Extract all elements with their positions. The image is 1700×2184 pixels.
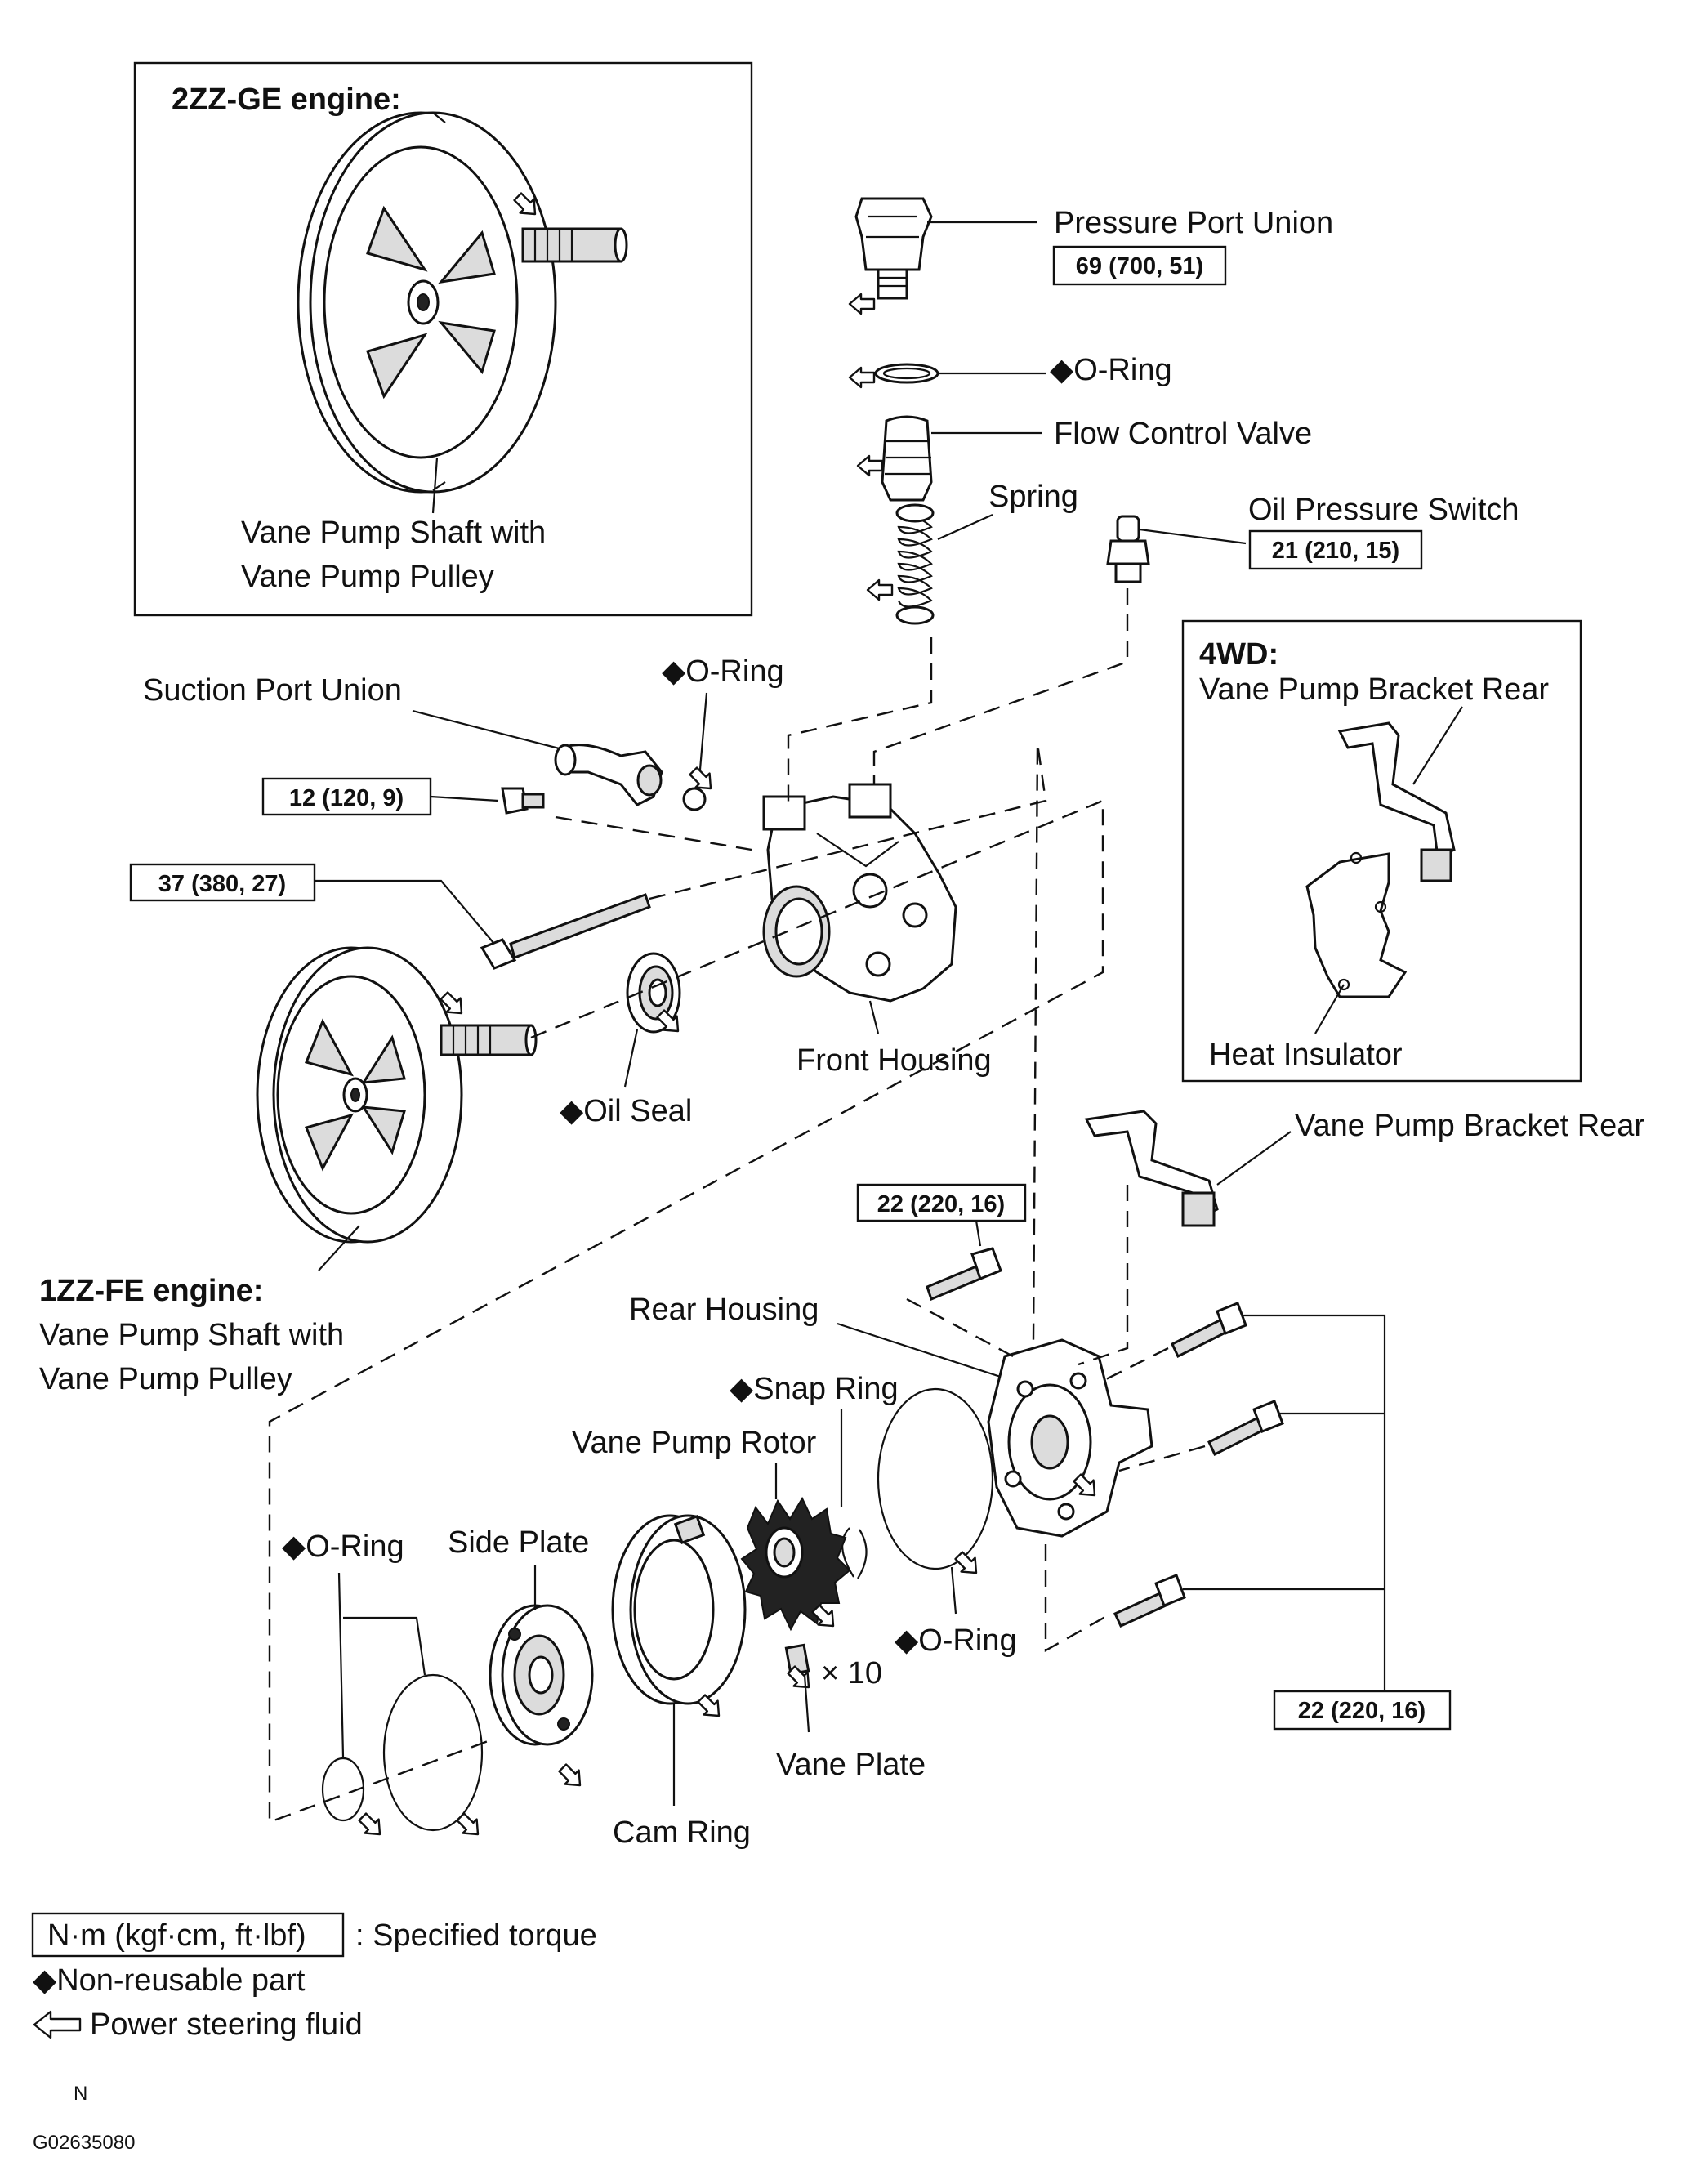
- legend-fluid: Power steering fluid: [90, 2008, 363, 2042]
- four-wd-heat-insulator: [1305, 851, 1408, 998]
- four-wd-bracket: [1337, 721, 1456, 882]
- legend-torque-box: [31, 1912, 345, 1958]
- zz-fe-pulley: [256, 946, 538, 1244]
- pressure-port-union-torque-box: [1052, 245, 1227, 286]
- long-bolt-torque-box: [129, 863, 316, 902]
- suction-bolt: [501, 787, 545, 815]
- assembly-guide-lines: [268, 588, 1206, 1824]
- legend: N·m (kgf·cm, ft·lbf) : Specified torque …: [31, 1912, 597, 2042]
- zz-ge-inset: 2ZZ-GE engine: Vane Pump Shaft with Vane…: [133, 61, 753, 617]
- oil-seal: [626, 952, 686, 1039]
- rear-o-ring: [877, 1387, 994, 1581]
- rear-bolts-torque: 22 (220, 16): [1298, 1698, 1426, 1724]
- bracket-bolt-torque: 22 (220, 16): [877, 1191, 1005, 1217]
- times-ten-label: × 10: [821, 1656, 882, 1690]
- legend-torque-unit: N·m (kgf·cm, ft·lbf): [47, 1918, 306, 1953]
- o-ring-left-label: ◆O-Ring: [282, 1530, 404, 1564]
- fluid-arrow-icon: [33, 2010, 82, 2039]
- rear-bolts: [1113, 1302, 1284, 1628]
- long-bolt-torque: 37 (380, 27): [158, 871, 286, 897]
- four-wd-title: 4WD:: [1199, 637, 1278, 672]
- rear-housing: [987, 1338, 1153, 1538]
- o-ring-suction-label: ◆O-Ring: [662, 654, 784, 689]
- rear-housing-label: Rear Housing: [629, 1293, 819, 1327]
- oil-pressure-switch-label: Oil Pressure Switch: [1248, 493, 1519, 527]
- vane-pump-rotor-label: Vane Pump Rotor: [572, 1426, 817, 1460]
- zz-fe-caption-line1: Vane Pump Shaft with: [39, 1318, 344, 1352]
- four-wd-bracket-label: Vane Pump Bracket Rear: [1199, 672, 1549, 707]
- zz-ge-caption-line1: Vane Pump Shaft with: [241, 516, 546, 550]
- pressure-port-union-torque: 69 (700, 51): [1076, 253, 1203, 279]
- legend-non-reusable: ◆Non-reusable part: [33, 1963, 306, 1998]
- oil-pressure-switch: [1106, 515, 1150, 583]
- spring-label: Spring: [988, 480, 1078, 514]
- pressure-port-union-label: Pressure Port Union: [1054, 206, 1333, 240]
- o-ring-top-label: ◆O-Ring: [1050, 353, 1172, 387]
- o-ring-suction: [682, 763, 719, 811]
- suction-port-union-label: Suction Port Union: [143, 673, 402, 708]
- zz-ge-caption-line2: Vane Pump Pulley: [241, 560, 494, 594]
- o-ring-rear-label: ◆O-Ring: [895, 1623, 1017, 1658]
- side-plate-label: Side Plate: [448, 1525, 589, 1560]
- vane-pump-bracket-rear-label: Vane Pump Bracket Rear: [1295, 1109, 1644, 1143]
- bracket-bolt: [926, 1247, 1002, 1302]
- suction-bolt-torque: 12 (120, 9): [289, 785, 404, 811]
- oil-pressure-switch-torque-box: [1248, 529, 1423, 570]
- zz-ge-pulley: [297, 111, 628, 494]
- vane-plate: [783, 1643, 817, 1695]
- footer-letter: N: [74, 2083, 87, 2105]
- side-plate: [489, 1604, 594, 1793]
- bracket-bolt-torque-box: [856, 1183, 1027, 1222]
- cam-ring: [611, 1514, 747, 1724]
- vane-plate-label: Vane Plate: [776, 1748, 926, 1782]
- side-o-rings: [321, 1673, 486, 1842]
- four-wd-insulator-label: Heat Insulator: [1209, 1038, 1403, 1072]
- legend-torque-desc: : Specified torque: [355, 1918, 597, 1953]
- rear-bolts-torque-box: [1273, 1690, 1452, 1731]
- figure-code: G02635080: [33, 2132, 135, 2154]
- four-wd-inset: 4WD: Vane Pump Bracket Rear Heat Insulat…: [1181, 619, 1582, 1083]
- zz-fe-title: 1ZZ-FE engine:: [39, 1274, 263, 1308]
- o-ring-top: [848, 363, 939, 389]
- oil-seal-label: ◆Oil Seal: [560, 1094, 692, 1128]
- snap-ring: [841, 1527, 868, 1579]
- flow-control-valve-label: Flow Control Valve: [1054, 417, 1312, 451]
- zz-fe-caption-line2: Vane Pump Pulley: [39, 1362, 292, 1396]
- cam-ring-label: Cam Ring: [613, 1816, 751, 1850]
- zz-ge-inset-frame: [133, 61, 753, 617]
- long-bolt: [480, 893, 651, 970]
- flow-control-valve: [856, 415, 933, 502]
- zz-ge-title: 2ZZ-GE engine:: [172, 83, 401, 117]
- oil-pressure-switch-torque: 21 (210, 15): [1272, 538, 1399, 564]
- pressure-port-union: [848, 197, 933, 315]
- snap-ring-label: ◆Snap Ring: [730, 1372, 899, 1406]
- four-wd-inset-frame: [1181, 619, 1582, 1083]
- suction-port-union: [554, 744, 663, 806]
- spring: [866, 503, 935, 625]
- vane-pump-rotor: [740, 1496, 851, 1634]
- vane-pump-bracket-rear: [1084, 1110, 1219, 1227]
- front-housing: [762, 783, 957, 1003]
